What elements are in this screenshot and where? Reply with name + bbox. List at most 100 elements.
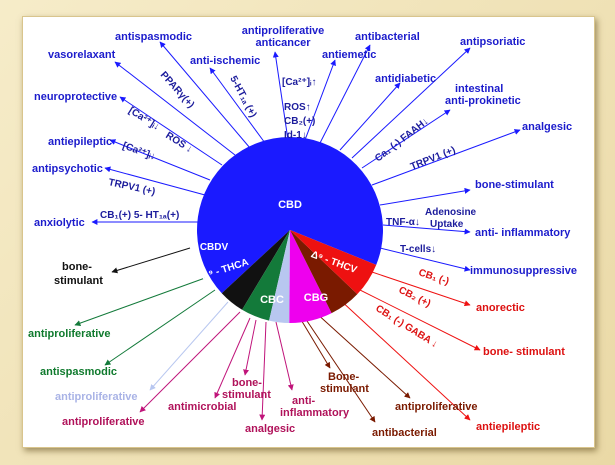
effect-immunosuppressive: immunosuppressive [470,265,577,277]
effect-antibacterial-cbd: antibacterial [355,31,420,43]
mech-ros-1: ROS ↓ [163,130,194,155]
mech-tnf: TNF-α↓ [386,217,420,228]
thca-effect-labels: antiproliferative antispasmodic [28,328,117,378]
arrows [74,41,521,423]
segment-label-cbdv: CBDV [200,242,229,253]
arrow-thca-antiproliferative [74,277,206,326]
effect-thca-antiproliferative: antiproliferative [28,328,111,340]
arrow-cbc-antiinflammatory [275,321,294,391]
cbd-effect-labels: anxiolytic antipsychotic antiepileptic n… [32,25,577,277]
arrow-antiepileptic [109,139,211,181]
effect-antidiabetic: antidiabetic [375,73,436,85]
effect-anti-prokinetic: anti-prokinetic [445,95,521,107]
effect-cbc-inflammatory: inflammatory [280,407,350,419]
pie-segment-cbd [196,137,383,294]
effect-antispasmodic: antispasmodic [115,31,192,43]
arrow-antipsoriatic [351,47,471,159]
cbc-effect-labels: antiproliferative antimicrobial bone- st… [62,377,350,435]
effect-thcv-bone-stimulant: bone- stimulant [483,346,565,358]
cannabinoid-pie [196,137,383,323]
effect-vasorelaxant: vasorelaxant [48,49,116,61]
pie-segment-unlabeled [269,230,290,323]
segment-label-cbc: CBC [260,294,284,306]
effect-anti-ischemic: anti-ischemic [190,55,260,67]
arrow-antispasmodic [159,41,251,149]
arrow-anti-inflammatory [382,224,471,235]
pie-segment-cbdv [221,230,290,310]
arrow-analgesic [371,129,521,186]
mech-thcv-cb1: CB₁ (-) [417,267,450,287]
mech-thcv-cb1-gaba: CB₁ (-) GABA ↓ [373,303,439,350]
mech-ca-up: [Ca²⁺]ᵢ↑ [282,77,316,88]
effect-antiemetic: antiemetic [322,49,376,61]
arrow-antiprokinetic [361,109,451,169]
mech-ca-2: [Ca²⁺]ᵢ↓ [121,140,157,162]
effect-cbg-stimulant: stimulant [320,383,369,395]
arrow-cbc-antimicrobial [214,317,251,399]
arrow-anti-ischemic [209,67,266,144]
mech-uptake: Uptake [430,219,464,230]
effect-neuroprotective: neuroprotective [34,91,117,103]
effect-thca-antispasmodic: antispasmodic [40,366,117,378]
arrow-bone-stimulant-cbd [379,187,471,206]
effect-cbg-antiproliferative: antiproliferative [395,401,478,413]
effect-antipsychotic: antipsychotic [32,163,103,175]
effect-antiepileptic: antiepileptic [48,136,112,148]
effect-lightblue-antiproliferative: antiproliferative [55,391,138,403]
segment-label-cbg: CBG [304,292,328,304]
effect-antipsoriatic: antipsoriatic [460,36,525,48]
arrow-cbdv-bone-stimulant [111,247,191,274]
mech-adenosine: Adenosine [425,207,477,218]
effect-cbc-bone: bone- [232,377,262,389]
arrow-lightblue-antiproliferative [149,301,229,391]
pie-segment-thcv [290,230,377,295]
mech-cb2: CB₂(+) [284,116,315,127]
pie-segment-cbg [290,230,358,314]
effect-cbc-anti: anti- [292,395,316,407]
effect-bone-stimulant-cbd: bone-stimulant [475,179,554,191]
arrow-antidiabetic [339,82,401,151]
effect-anticancer: anticancer [255,37,311,49]
effect-cbg-bone: Bone- [328,371,360,383]
arrow-neuroprotective [119,96,223,166]
effect-antiproliferative-cbd: antiproliferative [242,25,325,37]
arrow-cbg-bone-stimulant [299,317,331,369]
effect-cbg-antibacterial: antibacterial [372,427,437,439]
mech-ppar: PPARγ(+) [158,70,196,111]
cbg-effect-labels: Bone- stimulant antiproliferative antiba… [320,371,478,439]
effect-cbc-antimicrobial: antimicrobial [168,401,236,413]
effect-cbdv-bone: bone- [62,261,92,273]
thcv-effect-labels: anorectic bone- stimulant antiepileptic [476,302,565,433]
arrow-thcv-anorectic [359,267,471,307]
thcv-mechanism-labels: CB₁ (-) CB₂ (+) CB₁ (-) GABA ↓ [373,267,450,350]
mech-id1: Id-1↓ [284,130,307,141]
mech-tcells: T-cells↓ [400,244,436,255]
arrow-thcv-antiepileptic [337,297,471,421]
effect-cbdv-stimulant: stimulant [54,275,103,287]
arrow-antibacterial [319,44,371,144]
effect-thcv-antiepileptic: antiepileptic [476,421,540,433]
arrow-cbc-bone-stimulant [243,319,257,376]
mech-ros-up: ROS↑ [284,102,311,113]
pie-segment-cbc [289,230,332,323]
segment-label-cbd: CBD [278,199,302,211]
effect-anti-inflammatory-cbd: anti- inflammatory [475,227,571,239]
arrow-cbg-antiproliferative [314,311,411,399]
effect-cbc-analgesic: analgesic [245,423,295,435]
mech-cb1-5ht1a: CB₁(+) 5- HT₁ₐ(+) [100,210,179,221]
effect-cbc-antiproliferative: antiproliferative [62,416,145,428]
arrow-thcv-bone-stimulant [349,284,481,351]
pie-segment-thca [242,230,290,321]
arrow-antiemetic [304,59,336,141]
effect-cbc-stimulant: stimulant [222,389,271,401]
arrow-cbg-antibacterial [304,317,376,423]
lightblue-effect-labels: antiproliferative [55,391,138,403]
effect-anxiolytic: anxiolytic [34,217,85,229]
mech-ca-1: [Ca²⁺]ᵢ↓ [126,105,161,133]
arrow-cbc-analgesic [259,321,267,421]
arrow-antipsychotic [104,166,206,196]
effect-intestinal: intestinal [455,83,503,95]
arrow-cbc-antiproliferative [139,311,241,413]
effect-analgesic-cbd: analgesic [522,121,572,133]
